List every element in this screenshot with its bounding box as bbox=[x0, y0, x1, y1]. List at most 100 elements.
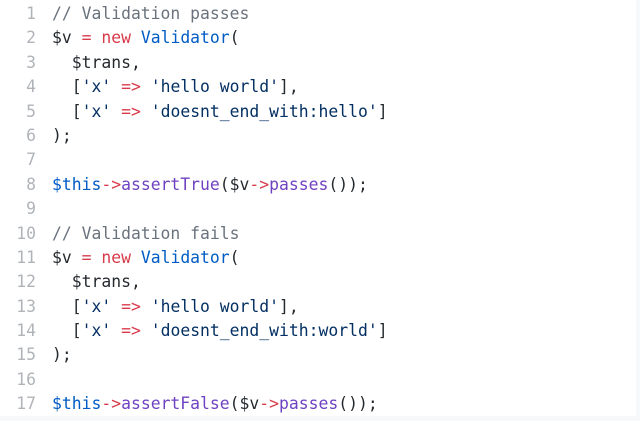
token-method: passes bbox=[279, 394, 339, 414]
token-plain bbox=[131, 248, 141, 267]
code-line: 12 $trans, bbox=[0, 270, 388, 294]
line-number: 16 bbox=[16, 369, 36, 389]
code-line: 3 $trans, bbox=[0, 51, 388, 75]
token-op: => bbox=[121, 321, 141, 341]
token-plain bbox=[141, 297, 151, 316]
line-number: 10 bbox=[16, 223, 36, 243]
token-plain: ); bbox=[52, 125, 72, 145]
token-method: assertTrue bbox=[121, 174, 220, 194]
line-source: $v = new Validator( bbox=[52, 26, 240, 50]
line-number: 5 bbox=[26, 101, 36, 121]
token-keyword: new bbox=[101, 247, 131, 267]
line-source: ['x' => 'doesnt_end_with:hello'] bbox=[52, 100, 388, 124]
line-source: $trans, bbox=[52, 270, 141, 294]
token-plain bbox=[111, 102, 121, 121]
code-line: 9 bbox=[0, 197, 388, 221]
token-op: => bbox=[121, 296, 141, 316]
line-number: 4 bbox=[26, 77, 36, 97]
line-number: 17 bbox=[16, 394, 36, 414]
code-line: 11 $v = new Validator( bbox=[0, 246, 388, 270]
token-plain: ], bbox=[279, 296, 299, 316]
token-keyword: new bbox=[101, 28, 131, 48]
token-plain: ( bbox=[229, 247, 240, 267]
code-line: 16 bbox=[0, 368, 388, 392]
token-class: Validator bbox=[140, 28, 230, 48]
line-number: 7 bbox=[26, 150, 36, 170]
line-source: $this->assertTrue($v->passes()); bbox=[52, 173, 368, 197]
token-plain bbox=[111, 297, 121, 316]
line-number: 13 bbox=[16, 296, 36, 316]
token-plain: ] bbox=[377, 101, 388, 121]
token-method: passes bbox=[269, 174, 329, 194]
line-number: 11 bbox=[16, 247, 36, 267]
line-source: $v = new Validator( bbox=[52, 246, 240, 270]
token-op: = bbox=[81, 247, 92, 267]
line-number: 8 bbox=[26, 174, 36, 194]
token-plain: [ bbox=[52, 77, 82, 97]
code-line: 8 $this->assertTrue($v->passes()); bbox=[0, 173, 388, 197]
token-plain bbox=[91, 248, 101, 267]
code-line: 6); bbox=[0, 124, 388, 148]
line-source: $trans, bbox=[52, 51, 141, 75]
token-op: -> bbox=[259, 394, 280, 414]
token-var: $this bbox=[52, 394, 102, 414]
line-number: 14 bbox=[16, 321, 36, 341]
token-string: 'x' bbox=[81, 77, 112, 97]
token-op: -> bbox=[101, 394, 122, 414]
token-plain: $trans, bbox=[52, 272, 141, 292]
code-line: 1// Validation passes bbox=[0, 2, 388, 26]
line-source: ); bbox=[52, 124, 72, 148]
code-line: 17$this->assertFalse($v->passes()); bbox=[0, 392, 388, 416]
line-source: ['x' => 'hello world'], bbox=[52, 75, 299, 99]
token-string: 'x' bbox=[81, 101, 112, 121]
line-number: 6 bbox=[26, 125, 36, 145]
line-source: ); bbox=[52, 343, 72, 367]
line-source: ['x' => 'doesnt_end_with:world'] bbox=[52, 319, 388, 343]
code-line: 15); bbox=[0, 343, 388, 367]
code-line: 7 bbox=[0, 148, 388, 172]
token-op: -> bbox=[249, 174, 270, 194]
token-plain bbox=[91, 28, 101, 47]
token-plain: $v bbox=[52, 28, 82, 48]
token-string: 'hello world' bbox=[150, 77, 280, 97]
line-number: 1 bbox=[26, 4, 36, 23]
line-source: $this->assertFalse($v->passes()); bbox=[52, 392, 378, 416]
token-plain: ($v bbox=[229, 394, 260, 414]
token-op: = bbox=[81, 28, 92, 48]
token-plain bbox=[141, 321, 151, 340]
token-method: assertFalse bbox=[121, 394, 230, 414]
token-op: -> bbox=[101, 174, 122, 194]
line-number: 15 bbox=[16, 345, 36, 365]
token-string: 'doesnt_end_with:hello' bbox=[150, 101, 378, 121]
line-number: 9 bbox=[26, 199, 36, 219]
token-var: $this bbox=[52, 174, 102, 194]
token-string: 'doesnt_end_with:world' bbox=[150, 321, 378, 341]
code-line: 5 ['x' => 'doesnt_end_with:hello'] bbox=[0, 100, 388, 124]
token-plain: ] bbox=[377, 321, 388, 341]
token-plain bbox=[141, 77, 151, 96]
token-plain: ()); bbox=[338, 394, 378, 414]
token-comment: // Validation fails bbox=[52, 223, 240, 243]
token-plain: [ bbox=[52, 321, 82, 341]
token-plain: ], bbox=[279, 77, 299, 97]
token-class: Validator bbox=[140, 247, 230, 267]
code-line: 2 $v = new Validator( bbox=[0, 26, 388, 50]
token-plain: ()); bbox=[328, 174, 368, 194]
token-plain: [ bbox=[52, 296, 82, 316]
token-plain: ( bbox=[229, 28, 240, 48]
token-plain: [ bbox=[52, 101, 82, 121]
token-plain bbox=[131, 28, 141, 47]
token-plain: $trans, bbox=[52, 52, 141, 72]
token-string: 'hello world' bbox=[150, 296, 280, 316]
line-number: 2 bbox=[26, 28, 36, 48]
code-line: 10 // Validation fails bbox=[0, 222, 388, 246]
line-number: 3 bbox=[26, 52, 36, 72]
code-line: 4 ['x' => 'hello world'], bbox=[0, 75, 388, 99]
token-plain: ); bbox=[52, 345, 72, 365]
code-line: 14 ['x' => 'doesnt_end_with:world'] bbox=[0, 319, 388, 343]
token-plain bbox=[111, 77, 121, 96]
line-source: // Validation fails bbox=[52, 222, 240, 246]
token-op: => bbox=[121, 77, 141, 97]
